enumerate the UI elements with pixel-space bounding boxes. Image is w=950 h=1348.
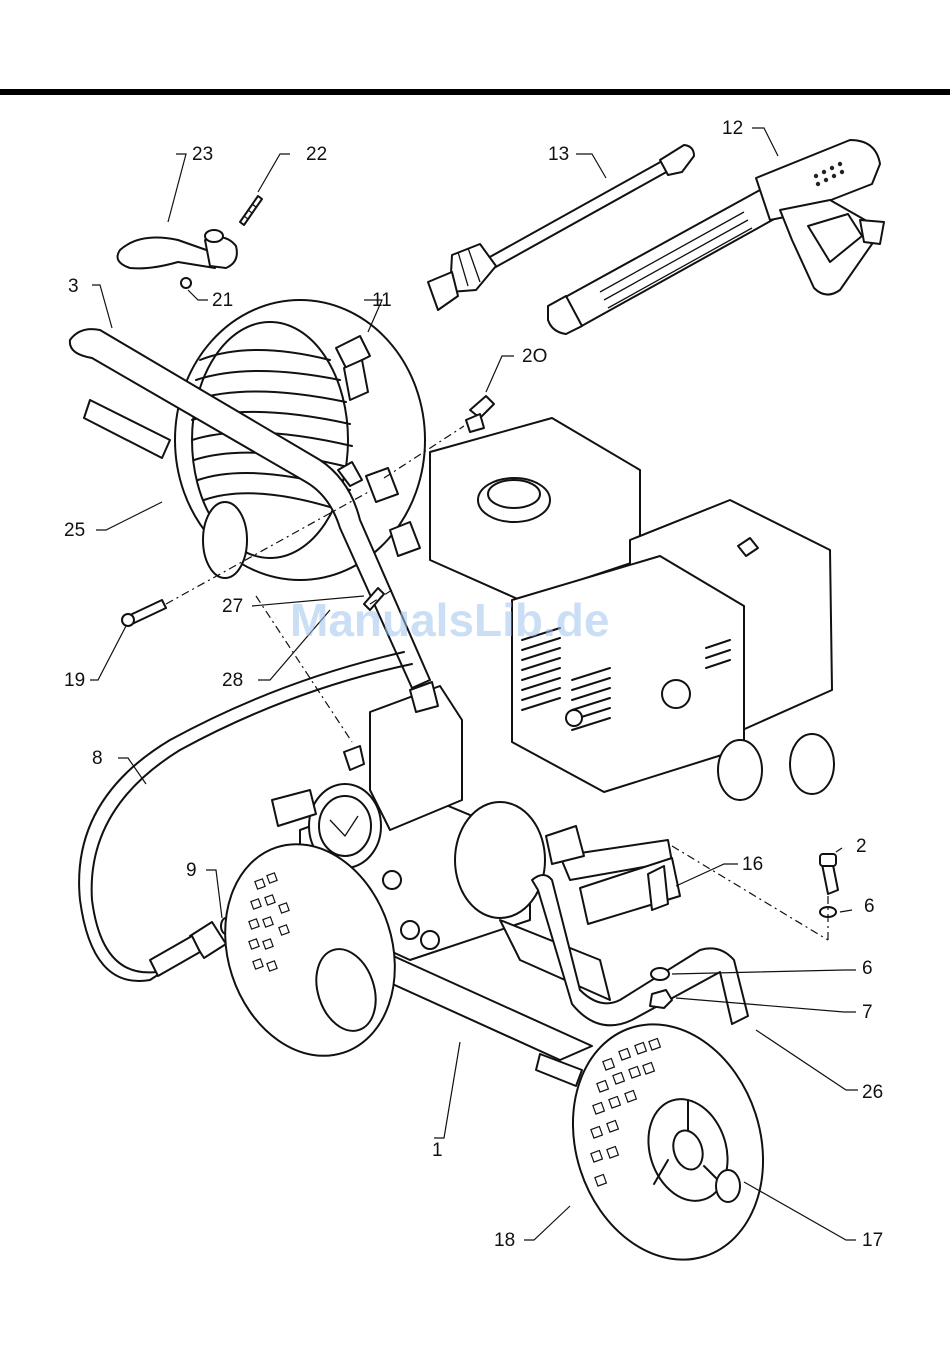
header-rule [0, 89, 950, 95]
callout-2: 2 [856, 836, 867, 857]
callout-22: 22 [306, 144, 327, 165]
washer-6b [651, 968, 669, 980]
callout-9: 9 [186, 860, 197, 881]
callout-26: 26 [862, 1082, 883, 1103]
spray-gun [548, 140, 884, 334]
hose-reel [175, 300, 425, 580]
fuel-cap [478, 478, 550, 522]
callout-21: 21 [212, 290, 233, 311]
screw-19 [122, 600, 166, 626]
hose-holder-clip [118, 230, 237, 268]
nut-21 [181, 278, 191, 288]
bolt-2 [820, 854, 838, 894]
nut-7 [650, 990, 672, 1008]
screw-22 [240, 196, 262, 225]
wing-nut-20 [466, 396, 494, 432]
callout-1: 1 [432, 1140, 443, 1161]
callout-13: 13 [548, 144, 569, 165]
callout-8: 8 [92, 748, 103, 769]
hose-coupling-9 [150, 918, 231, 976]
callout-6b: 6 [862, 958, 873, 979]
callout-23: 23 [192, 144, 213, 165]
callout-27: 27 [222, 596, 243, 617]
callout-11: 11 [372, 290, 392, 311]
callout-6a: 6 [864, 896, 875, 917]
callout-18: 18 [494, 1230, 515, 1251]
hub-cap-17 [716, 1170, 740, 1202]
callout-7: 7 [862, 1002, 873, 1023]
callout-28: 28 [222, 670, 243, 691]
callout-20: 2O [522, 346, 547, 367]
watermark: ManualsLib.de [290, 594, 609, 646]
callout-25: 25 [64, 520, 85, 541]
callout-19: 19 [64, 670, 85, 691]
callout-16: 16 [742, 854, 763, 875]
callout-17: 17 [862, 1230, 883, 1251]
callout-3: 3 [68, 276, 79, 297]
callout-12: 12 [722, 118, 743, 139]
